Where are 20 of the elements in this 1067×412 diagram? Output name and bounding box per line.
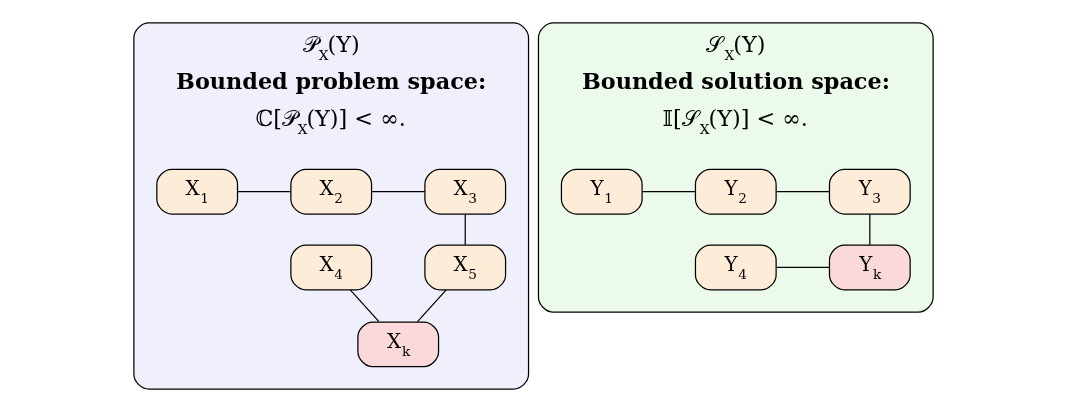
node-box: Y$_{3}$: [828, 168, 911, 215]
node-box: X$_{k}$: [357, 321, 440, 368]
node-box: X$_{4}$: [290, 244, 373, 291]
node-box: Y$_{2}$: [694, 168, 777, 215]
connector: [349, 289, 380, 323]
connector: [776, 266, 831, 269]
connector: [869, 213, 871, 246]
connector: [416, 289, 447, 323]
connector: [776, 191, 831, 193]
node-box: X$_{5}$: [424, 244, 507, 291]
node-box: X$_{3}$: [424, 168, 507, 215]
connector: [642, 191, 696, 193]
connector: [237, 191, 292, 193]
node-box: X$_{2}$: [290, 168, 373, 215]
node-box: Y$_{k}$: [828, 244, 911, 291]
connector: [464, 213, 466, 246]
connector: [371, 191, 426, 193]
node-box: Y$_{1}$: [560, 168, 643, 215]
node-box: X$_{1}$: [156, 168, 239, 215]
node-box: Y$_{4}$: [694, 244, 777, 291]
